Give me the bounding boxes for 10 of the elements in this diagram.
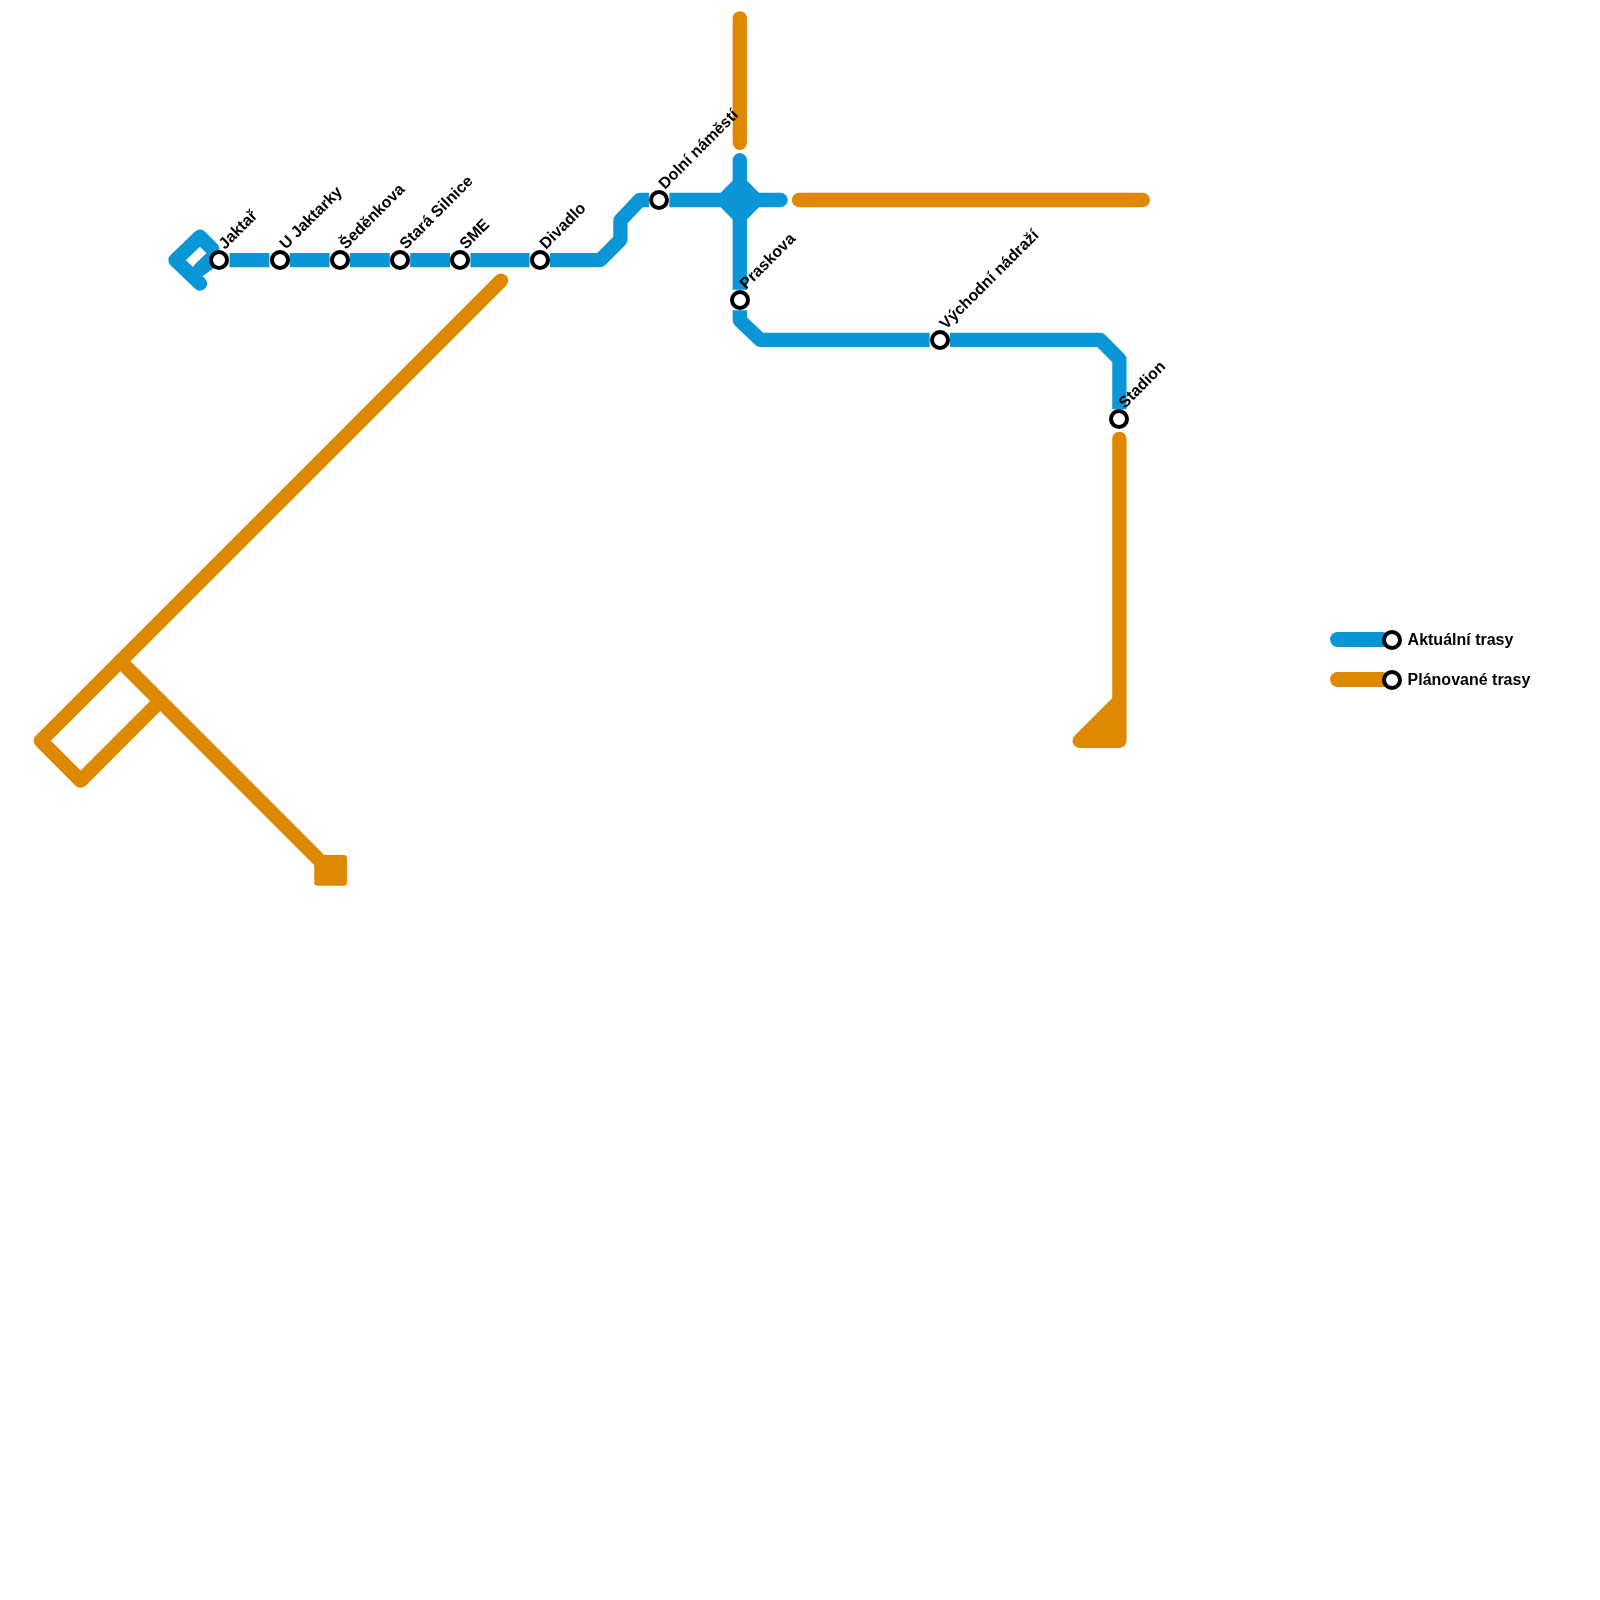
route-line <box>350 253 390 268</box>
legend-label: Plánované trasy <box>1407 670 1531 689</box>
route-line <box>410 253 450 268</box>
legend-label: Aktuální trasy <box>1407 630 1514 649</box>
route-line <box>229 253 270 268</box>
route-line <box>732 310 930 347</box>
route-line <box>470 253 530 268</box>
route-line <box>289 253 330 268</box>
route-line <box>550 192 649 268</box>
route-line <box>669 192 747 290</box>
